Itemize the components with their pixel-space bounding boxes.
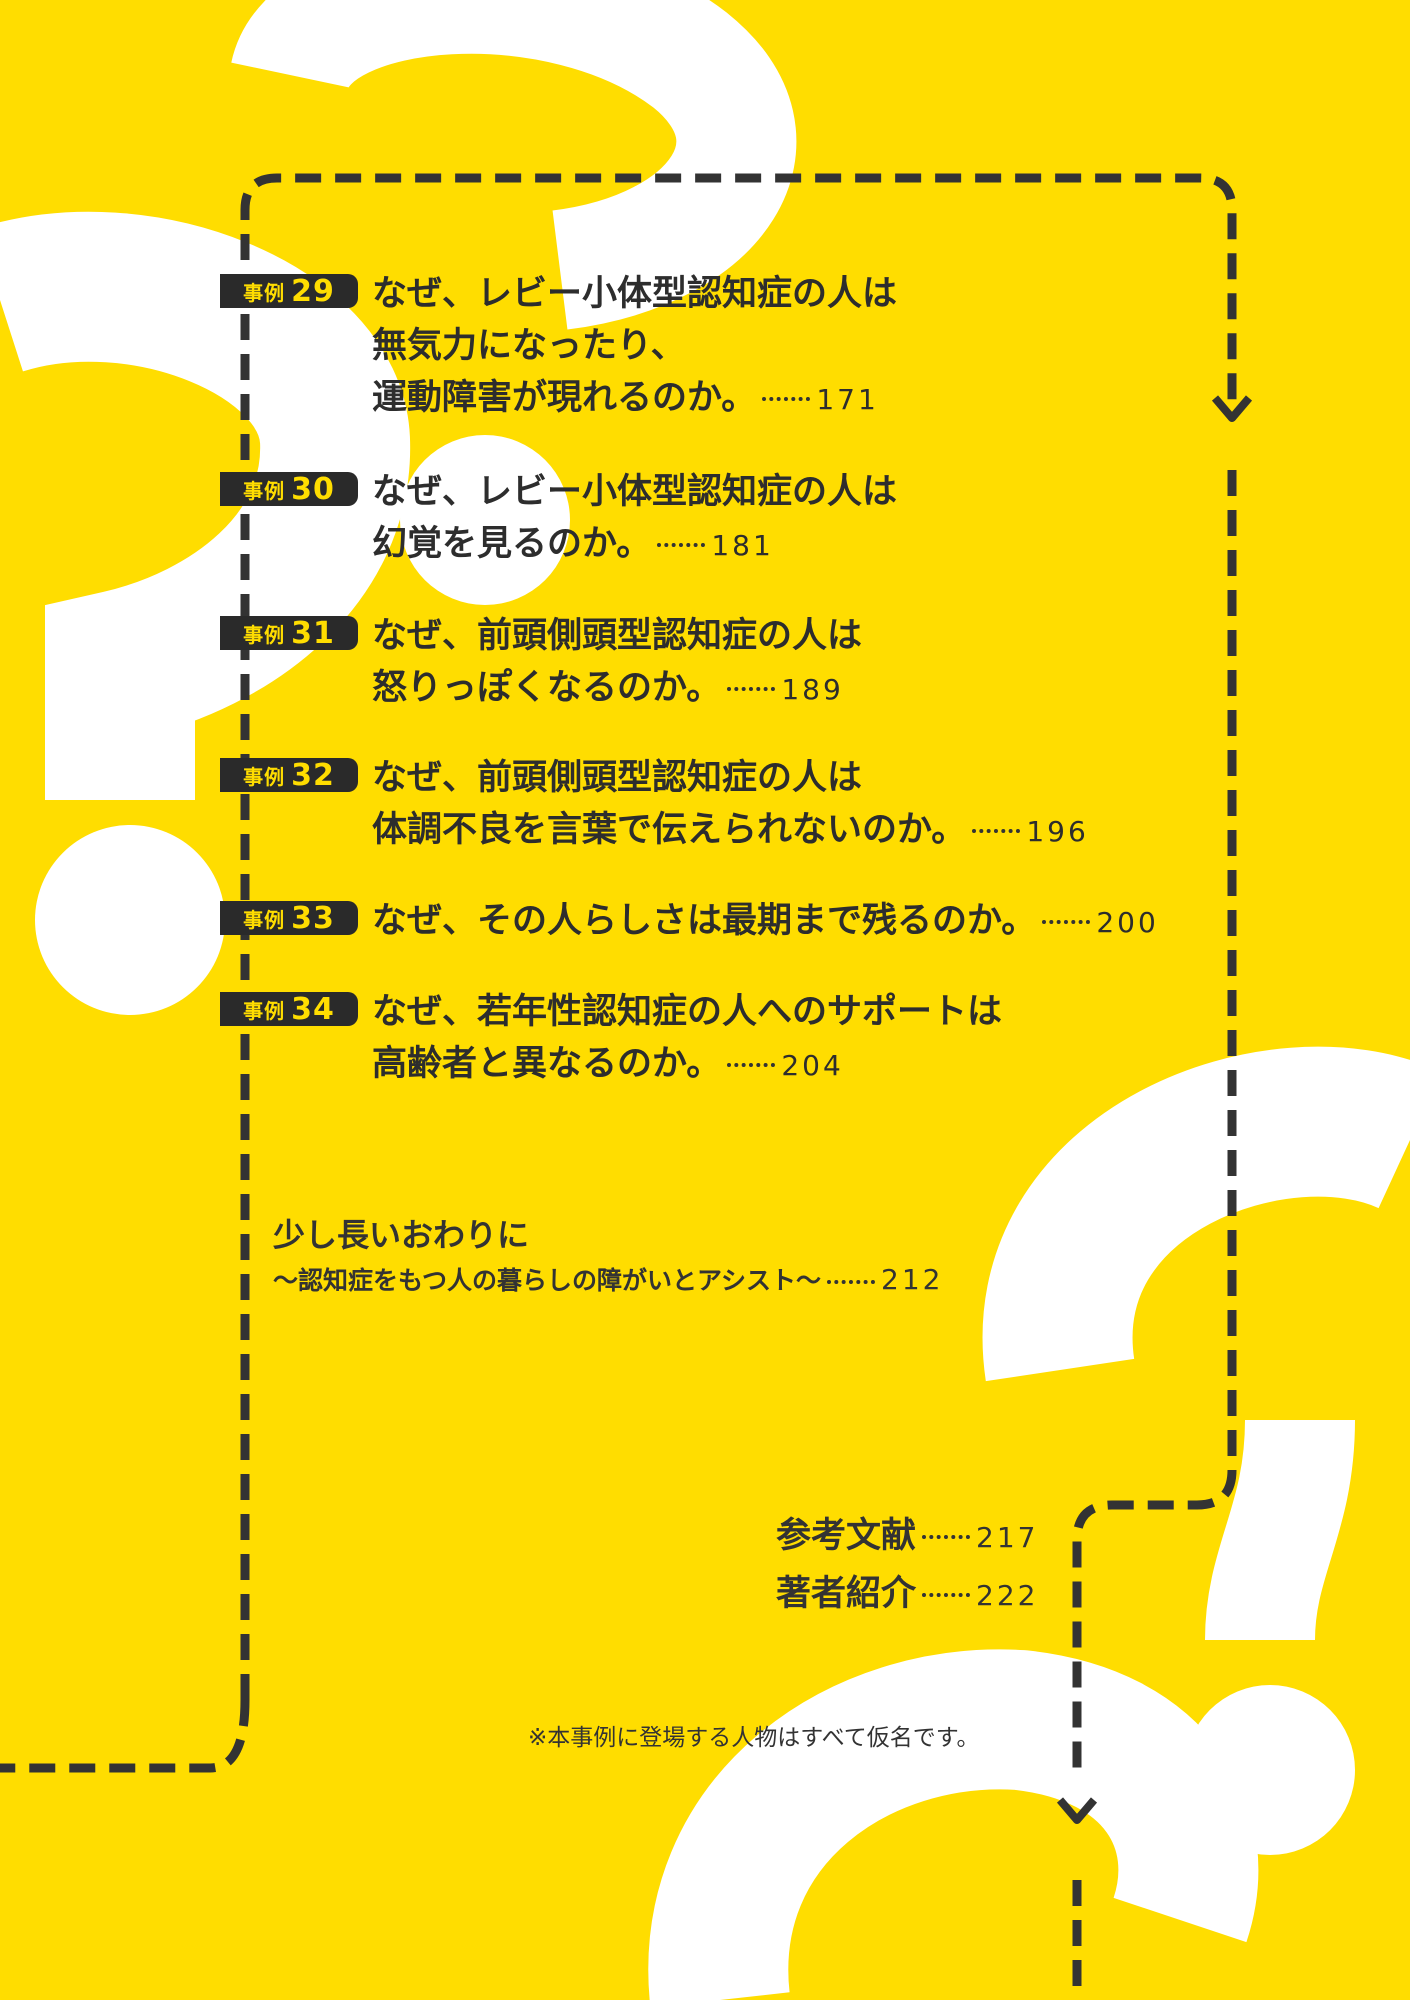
- question-mark-shape: [1205, 1418, 1355, 1642]
- down-arrow-icon: [1056, 1797, 1098, 1824]
- back-matter: 参考文献 217 著者紹介 222: [776, 1508, 1038, 1624]
- question-mark-dot: [35, 825, 225, 1015]
- dashed-route-line: [1072, 470, 1237, 1780]
- case-badge-number: 33: [291, 900, 335, 936]
- toc-entry-author[interactable]: 著者紹介 222: [776, 1566, 1038, 1624]
- page-number: 217: [976, 1521, 1039, 1554]
- page-number: 171: [816, 383, 879, 416]
- closing-subtitle: 〜認知症をもつ人の暮らしの障がいとアシスト〜: [273, 1266, 822, 1295]
- closing-title: 少し長いおわりに: [273, 1216, 530, 1254]
- page-number: 200: [1096, 906, 1159, 939]
- question-mark-shape: [982, 1046, 1410, 1382]
- page-number: 204: [781, 1049, 844, 1082]
- dashed-route-line: [0, 1699, 250, 1773]
- footnote: ※本事例に登場する人物はすべて仮名です。: [528, 1725, 980, 1751]
- page-number: 212: [881, 1263, 944, 1296]
- leader-dots: [827, 1280, 876, 1284]
- case-badge-number: 34: [291, 991, 335, 1027]
- entry-title-line: なぜ、レビー小体型認知症の人は: [372, 472, 898, 512]
- entry-title-line: なぜ、前頭側頭型認知症の人は: [372, 616, 863, 656]
- leader-dots: [972, 829, 1021, 833]
- toc-entry-references[interactable]: 参考文献 217: [776, 1508, 1038, 1566]
- entry-title-line: なぜ、レビー小体型認知症の人は: [372, 274, 898, 314]
- case-badge-label: 事例: [243, 622, 286, 647]
- entry-title-line: 無気力になったり、: [372, 326, 686, 366]
- entry-title-line: なぜ、その人らしさは最期まで残るのか。: [372, 901, 1037, 941]
- page-number: 181: [711, 529, 774, 562]
- case-badge-number: 29: [291, 273, 335, 309]
- question-mark-shape: [0, 211, 411, 800]
- question-mark-dot: [1185, 1685, 1355, 1855]
- down-arrow-icon: [1211, 395, 1253, 422]
- case-badge-number: 31: [291, 615, 335, 651]
- case-badge-label: 事例: [243, 478, 286, 503]
- leader-dots: [762, 397, 811, 401]
- question-mark-shape: [231, 0, 797, 330]
- page-number: 222: [976, 1579, 1039, 1612]
- leader-dots: [727, 687, 776, 691]
- case-badge: 事例 29: [220, 273, 358, 309]
- case-badge: 事例 30: [220, 471, 358, 507]
- case-badge-label: 事例: [243, 764, 286, 789]
- case-badge-number: 30: [291, 471, 335, 507]
- entry-title-line: 運動障害が現れるのか。: [372, 378, 757, 418]
- author-title: 著者紹介: [776, 1574, 917, 1614]
- case-badge-label: 事例: [243, 907, 286, 932]
- entry-title-line: 高齢者と異なるのか。: [372, 1044, 722, 1084]
- leader-dots: [657, 543, 706, 547]
- entry-title-line: 幻覚を見るのか。: [372, 524, 652, 564]
- question-mark-dot: [400, 435, 570, 605]
- case-badge: 事例 32: [220, 757, 358, 793]
- case-badge-label: 事例: [243, 280, 286, 305]
- leader-dots: [1042, 920, 1091, 924]
- entry-title-line: なぜ、若年性認知症の人へのサポートは: [372, 992, 1003, 1032]
- case-badge-label: 事例: [243, 998, 286, 1023]
- entry-title-line: なぜ、前頭側頭型認知症の人は: [372, 758, 863, 798]
- case-badge-number: 32: [291, 757, 335, 793]
- case-badge: 事例 33: [220, 900, 358, 936]
- page-number: 189: [781, 673, 844, 706]
- question-mark-shape: [648, 1649, 1259, 2000]
- page-number: 196: [1026, 815, 1089, 848]
- references-title: 参考文献: [776, 1516, 917, 1556]
- entry-title-line: 怒りっぽくなるのか。: [372, 668, 722, 708]
- case-badge: 事例 34: [220, 991, 358, 1027]
- leader-dots: [727, 1063, 776, 1067]
- case-badge: 事例 31: [220, 615, 358, 651]
- leader-dots: [922, 1535, 971, 1539]
- toc-entry-closing[interactable]: 少し長いおわりに 〜認知症をもつ人の暮らしの障がいとアシスト〜 212: [273, 1212, 943, 1303]
- leader-dots: [922, 1593, 971, 1597]
- dashed-route-line: [240, 173, 1237, 1700]
- entry-title-line: 体調不良を言葉で伝えられないのか。: [372, 810, 967, 850]
